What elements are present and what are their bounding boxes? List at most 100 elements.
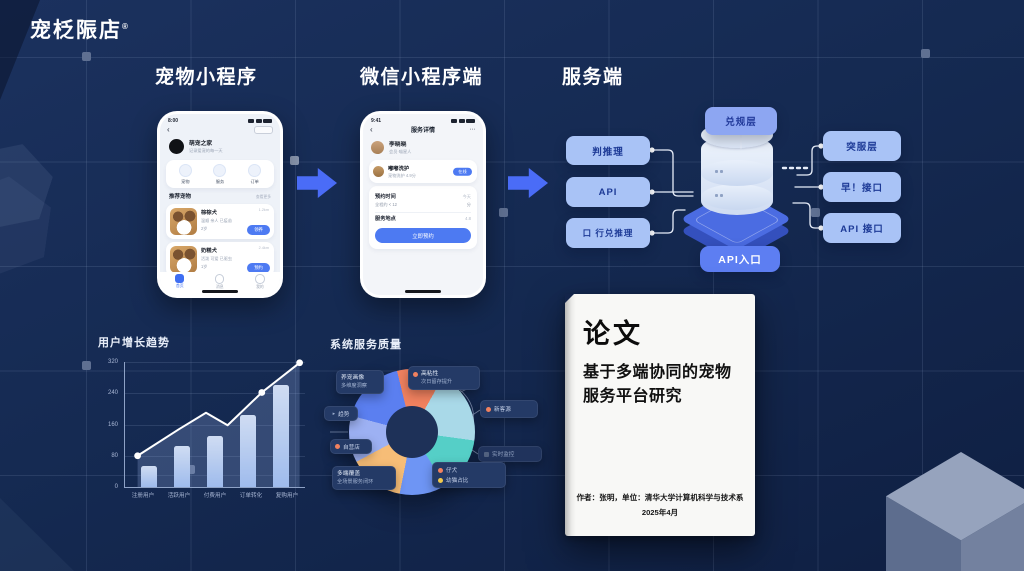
pet-desc: 活泼 可爱 已驱虫 (201, 255, 232, 261)
pet-distance: 2.4km (258, 245, 269, 250)
back-icon[interactable]: ‹ (167, 125, 170, 134)
pet-list-item[interactable]: 奶糕犬 活泼 可爱 已驱虫 1岁 2.4km 预约 (166, 241, 274, 277)
x-axis-label: 注册用户 (131, 493, 155, 499)
status-icons (451, 119, 475, 123)
detail-value: 4.8 (465, 216, 471, 221)
cube-decoration (886, 452, 1024, 571)
service-card[interactable]: 嘟嘟洗护 宠物洗护 4.9分 在线 (369, 160, 477, 183)
paper-corner-fold (565, 294, 574, 303)
section-header: 推荐宠物 (169, 193, 192, 200)
x-axis-label: 付费用户 (203, 493, 227, 499)
status-bar: 8:00 (160, 114, 280, 124)
grid-node (186, 465, 195, 474)
service-avatar (373, 166, 384, 177)
callout-top-right: 高粘性 次日留存提升 (408, 366, 480, 390)
grid-node (921, 49, 930, 58)
pet-photo (170, 245, 197, 273)
action-icon (248, 164, 262, 177)
avatar (169, 138, 184, 154)
action-item[interactable]: 订单 (248, 164, 262, 185)
paper-author: 作者：张明，单位：清华大学计算机科学与技术系 (576, 493, 744, 503)
x-axis-labels: 注册用户活跃用户付费用户订单转化复购用户 (125, 491, 305, 499)
adopt-button[interactable]: 领养 (247, 225, 270, 235)
x-axis-label: 复购用户 (275, 493, 299, 499)
server-box-api: API (566, 177, 650, 207)
service-name: 嘟嘟洗护 (388, 166, 410, 172)
paper-subtitle-line2: 服务平台研究 (583, 388, 683, 405)
callout-right-low: 实时监控 (478, 446, 542, 462)
divider (375, 212, 471, 213)
brand-logo: 宠柉陙店® (30, 14, 130, 44)
donut-hole (386, 406, 438, 458)
chart-bars (125, 362, 305, 487)
pet-distance: 1.2km (258, 207, 269, 212)
action-label: 宠物 (181, 178, 190, 184)
action-label: 服务 (215, 178, 225, 184)
more-menu-icon[interactable]: ⋯ (469, 127, 476, 133)
callout-left-top: 养宠画像 多维度洞察 (336, 370, 384, 394)
wechat-phone: 9:41 ‹ 服务详情 ⋯ 李晓晓 会员·喵星人 嘟嘟洗护 宠物洗护 4.9分 … (360, 111, 486, 298)
wechat-screen: 9:41 ‹ 服务详情 ⋯ 李晓晓 会员·喵星人 嘟嘟洗护 宠物洗护 4.9分 … (363, 114, 483, 295)
orange-dot (438, 467, 443, 473)
grid-node (290, 156, 299, 165)
x-axis-label: 活跃用户 (167, 493, 191, 499)
grid-node (811, 208, 820, 217)
pet-list-item[interactable]: 棕棕犬 温顺 亲人 已疫苗 2岁 1.2km 领养 (166, 203, 274, 239)
pet-age: 2岁 (201, 225, 208, 231)
service-quality-donut: 系统服务质量 养宠画像 多维度洞察 ▸ 趋势 自营店 多端覆盖 全场景服务闭环 (324, 336, 554, 542)
callout-bottom-right: 仔犬 幼猫占比 (432, 462, 506, 488)
home-indicator (202, 290, 238, 293)
profile-row: 萌宠之家 记录爱宠的每一天 (160, 136, 280, 156)
yellow-dot (438, 477, 443, 483)
back-icon[interactable]: ‹ (370, 124, 373, 134)
section-title-wechat: 微信小程序端 (360, 67, 484, 88)
user-row: 李晓晓 会员·喵星人 (363, 135, 483, 157)
avatar (371, 140, 384, 154)
adopt-button[interactable]: 预约 (247, 263, 270, 273)
pet-app-screen: 8:00 ‹ 萌宠之家 记录爱宠的每一天 宠物 服务 订单 推荐宠物 查看更多 (160, 114, 280, 295)
home-indicator (405, 290, 441, 293)
pet-app-phone: 8:00 ‹ 萌宠之家 记录爱宠的每一天 宠物 服务 订单 推荐宠物 查看更多 (157, 111, 283, 298)
tab-home[interactable]: 首页 (175, 274, 185, 295)
profile-subtitle: 记录爱宠的每一天 (189, 148, 223, 153)
tab-messages[interactable]: 消息 (214, 274, 225, 295)
see-more-link[interactable]: 查看更多 (255, 194, 271, 199)
brand-name: 宠柉陙店 (30, 19, 122, 42)
tab-profile[interactable]: 我的 (255, 274, 265, 295)
tab-label: 消息 (215, 284, 224, 289)
pet-name: 棕棕犬 (201, 209, 217, 216)
book-now-button[interactable]: 立即预约 (375, 228, 471, 243)
detail-value: 分 (466, 202, 471, 207)
home-icon (175, 274, 185, 283)
server-box-right-2: 早！接口 (823, 172, 901, 202)
online-pill[interactable]: 在线 (453, 167, 472, 176)
status-time: 9:41 (371, 118, 382, 124)
callout-bottom-left: 多端覆盖 全场景服务闭环 (332, 466, 396, 490)
capsule-menu[interactable] (254, 126, 273, 134)
detail-label: 服务地点 (375, 216, 396, 222)
server-box-left-1: 判推理 (566, 136, 650, 165)
action-item[interactable]: 服务 (213, 164, 227, 185)
callout-left-mid: ▸ 趋势 (324, 406, 358, 421)
action-item[interactable]: 宠物 (178, 164, 192, 185)
paper-footer: 作者：张明，单位：清华大学计算机科学与技术系 2025年4月 (565, 491, 755, 520)
section-title-mini-program: 宠物小程序 (155, 67, 258, 88)
detail-value: 今天 (462, 194, 471, 199)
chart-line-overlay (134, 359, 303, 487)
nav-bar: ‹ 服务详情 ⋯ (363, 124, 483, 135)
service-subtitle: 宠物洗护 4.9分 (388, 173, 416, 178)
server-box-right-1: 突服层 (823, 131, 901, 161)
callout-right-mid: 新客源 (480, 400, 538, 418)
pet-photo (170, 207, 197, 235)
section-title-server: 服务端 (562, 67, 624, 88)
server-box-api-interface: API 接口 (823, 213, 901, 243)
orange-dot (335, 444, 340, 449)
action-icon (213, 164, 227, 177)
paper-date: 2025年4月 (641, 507, 679, 517)
wifi-icon (255, 119, 262, 123)
api-entry-box: API入口 (700, 246, 780, 272)
section-header-row: 推荐宠物 查看更多 (160, 188, 280, 201)
status-icons (248, 119, 272, 123)
chart-title: 用户增长趋势 (98, 337, 170, 349)
